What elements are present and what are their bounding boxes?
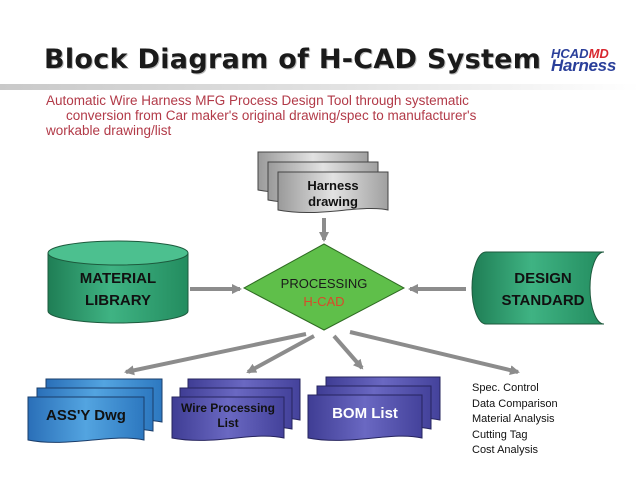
subtitle-line-2: conversion from Car maker's original dra…	[66, 108, 477, 123]
processing-label: PROCESSING H-CAD	[264, 275, 384, 311]
function-item: Spec. Control	[472, 382, 539, 394]
title-underline	[0, 84, 640, 90]
arrow-processing-to-bom	[332, 334, 364, 370]
bom-list-doc	[307, 376, 441, 441]
material-library-cylinder	[47, 240, 189, 324]
flow-arrows	[124, 218, 520, 376]
harness-drawing-line2: drawing	[308, 194, 358, 209]
subtitle-line-1: Automatic Wire Harness MFG Process Desig…	[46, 93, 469, 108]
processing-diamond	[242, 243, 406, 331]
bom-list-label: BOM List	[332, 405, 398, 422]
subtitle-line-3: workable drawing/list	[46, 123, 172, 138]
harness-drawing-label: Harness drawing	[278, 178, 388, 210]
hcad-logo: HCADMD Harness	[551, 46, 625, 76]
function-item: Cost Analysis	[472, 444, 539, 456]
harness-drawing-line1: Harness	[307, 178, 359, 193]
logo-line1: HCADMD	[551, 46, 609, 61]
subtitle: Automatic Wire Harness MFG Process Desig…	[46, 93, 606, 138]
material-library-line2: LIBRARY	[84, 292, 152, 309]
wire-processing-doc	[171, 378, 301, 441]
material-library-line1: MATERIAL	[79, 270, 157, 287]
function-item: Data Comparison	[472, 397, 558, 410]
material-library-label: MATERIAL LIBRARY	[48, 268, 188, 312]
design-standard-line2: STANDARD	[501, 292, 585, 309]
design-standard-line1: DESIGN	[514, 270, 572, 287]
function-item: Material Analysis	[472, 413, 555, 425]
processing-line1: PROCESSING	[280, 276, 368, 291]
design-standard-label: DESIGN STANDARD	[478, 268, 608, 312]
harness-drawing-doc	[257, 151, 389, 213]
wire-processing-line2: List	[217, 416, 239, 430]
arrow-processing-to-functions	[349, 330, 520, 376]
page-title: Block Diagram of H-CAD System	[44, 44, 542, 75]
assy-dwg-doc	[27, 378, 163, 443]
arrow-processing-to-assy	[124, 332, 307, 376]
processing-hcad-label: H-CAD	[303, 294, 345, 309]
arrow-processing-to-wire	[246, 334, 315, 374]
wire-processing-label: Wire Processing List	[172, 401, 284, 431]
wire-processing-line1: Wire Processing	[181, 401, 275, 415]
function-item: Cutting Tag	[472, 428, 528, 441]
function-list: Spec. Control Data Comparison Material A…	[472, 381, 558, 459]
logo-line2: Harness	[551, 56, 616, 75]
assy-dwg-label: ASS'Y Dwg	[46, 407, 126, 424]
design-standard-shape	[471, 251, 605, 325]
